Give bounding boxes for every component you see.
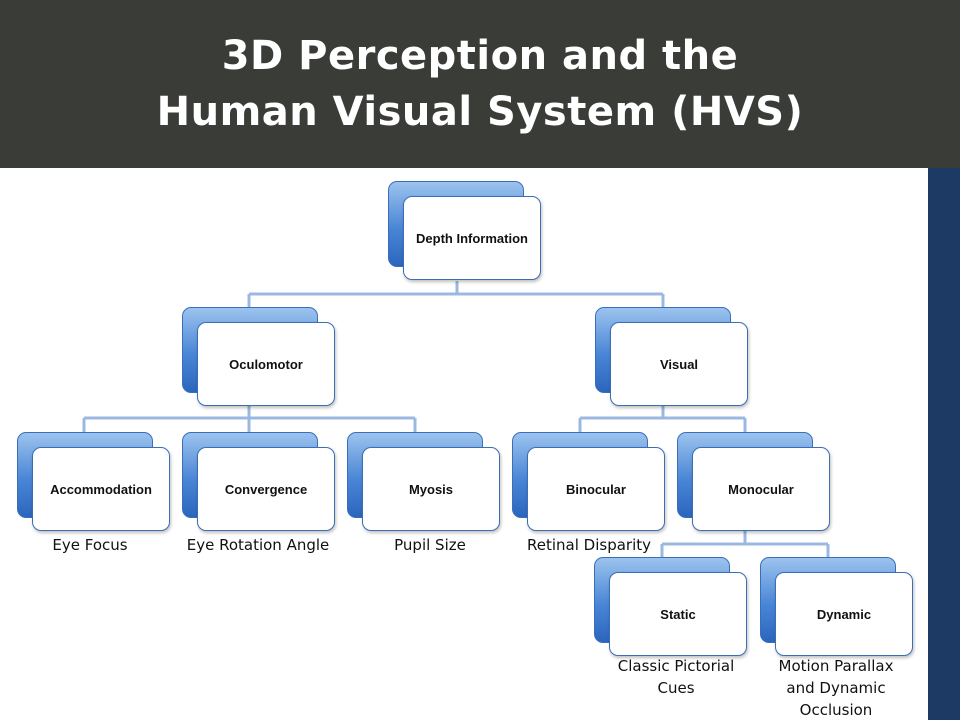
node-accommodation: Accommodation [17, 432, 170, 533]
node-visual-label: Visual [610, 322, 748, 406]
caption-motion-parallax-2: and Dynamic [786, 679, 886, 697]
caption-classic-pictorial-cues-1: Classic Pictorial [617, 657, 735, 675]
node-binocular-label: Binocular [527, 447, 665, 531]
node-binocular: Binocular [512, 432, 665, 533]
node-visual: Visual [595, 307, 748, 408]
caption-motion-parallax-1: Motion Parallax [778, 657, 894, 675]
node-oculomotor: Oculomotor [182, 307, 335, 408]
node-dynamic-label: Dynamic [775, 572, 913, 656]
node-depth-information: Depth Information [388, 181, 542, 282]
node-monocular-label: Monocular [692, 447, 830, 531]
node-dynamic: Dynamic [760, 557, 913, 658]
node-myosis: Myosis [347, 432, 500, 533]
node-accommodation-label: Accommodation [32, 447, 170, 531]
node-static: Static [594, 557, 747, 658]
title-line-1: 3D Perception and the [221, 33, 739, 79]
caption-retinal-disparity: Retinal Disparity [527, 536, 651, 554]
node-monocular: Monocular [677, 432, 830, 533]
accent-sidebar [928, 168, 960, 720]
caption-pupil-size: Pupil Size [394, 536, 466, 554]
node-myosis-label: Myosis [362, 447, 500, 531]
node-depth-information-label: Depth Information [403, 196, 541, 280]
node-convergence: Convergence [182, 432, 335, 533]
node-oculomotor-label: Oculomotor [197, 322, 335, 406]
caption-eye-focus: Eye Focus [52, 536, 128, 554]
caption-eye-rotation-angle: Eye Rotation Angle [186, 536, 330, 554]
title-line-2: Human Visual System (HVS) [156, 89, 804, 135]
node-static-label: Static [609, 572, 747, 656]
title-banner: 3D Perception and the Human Visual Syste… [0, 0, 960, 168]
node-convergence-label: Convergence [197, 447, 335, 531]
caption-classic-pictorial-cues-2: Cues [657, 679, 695, 697]
caption-motion-parallax-3: Occlusion [799, 701, 873, 719]
